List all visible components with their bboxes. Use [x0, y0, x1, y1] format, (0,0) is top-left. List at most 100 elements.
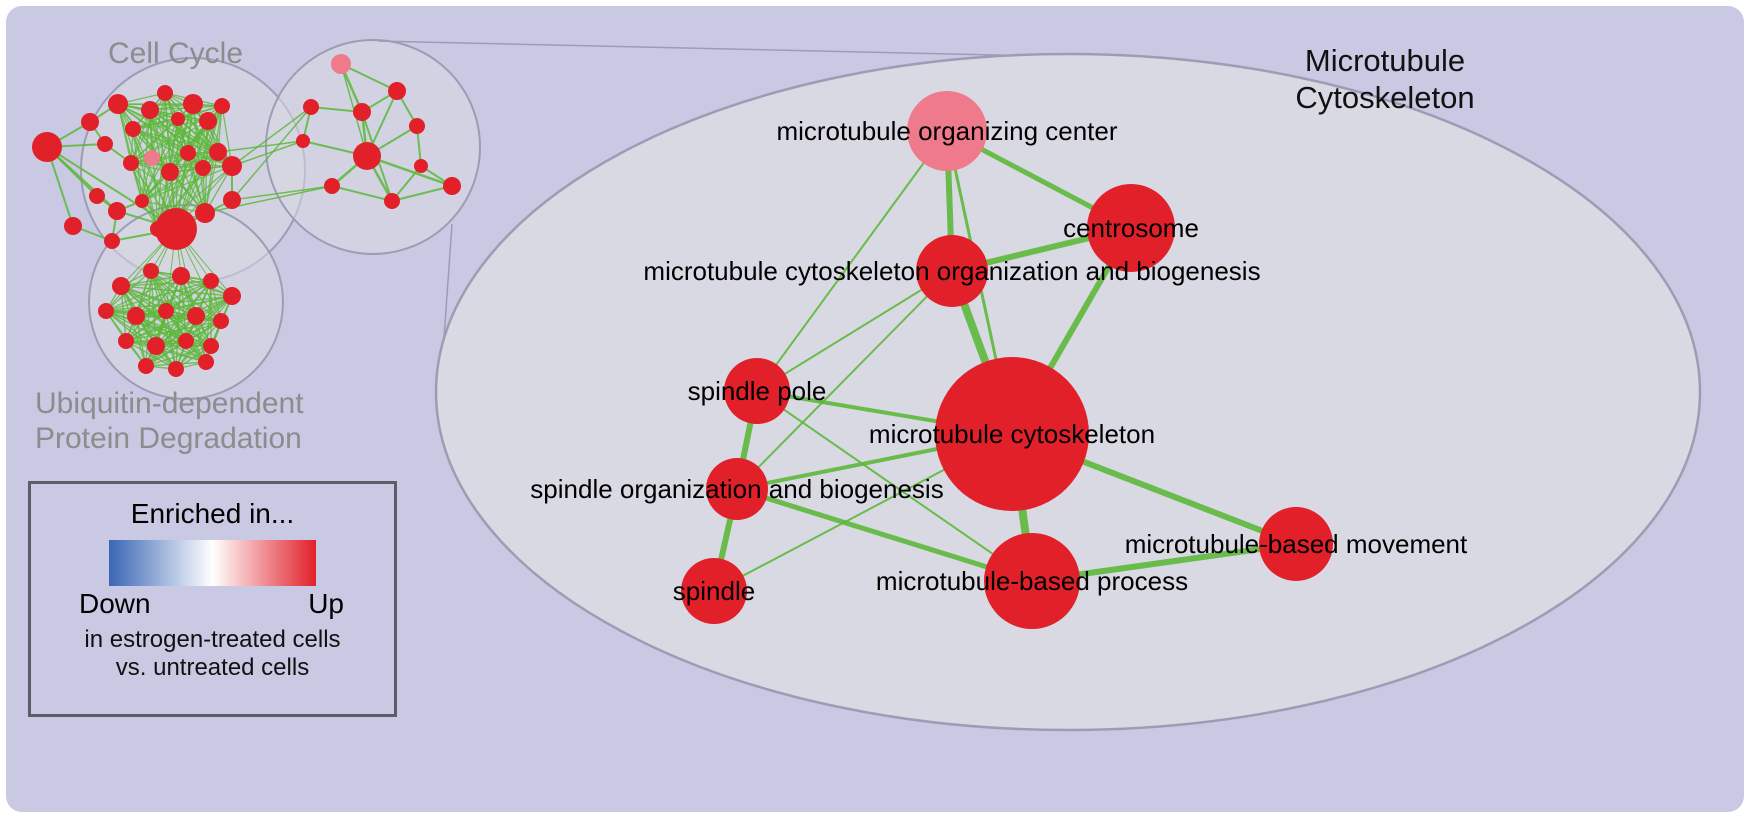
- node-label: microtubule-based process: [876, 566, 1188, 596]
- minimap-node[interactable]: [214, 98, 230, 114]
- minimap-node[interactable]: [127, 307, 145, 325]
- minimap-node[interactable]: [178, 333, 194, 349]
- node-microtubule-cytoskeleton[interactable]: [935, 357, 1089, 511]
- minimap-node[interactable]: [98, 303, 114, 319]
- minimap-network: [32, 39, 481, 400]
- zoom-edge: [756, 390, 1033, 582]
- node-centrosome[interactable]: [1087, 184, 1175, 272]
- minimap-node[interactable]: [108, 94, 128, 114]
- minimap-node[interactable]: [143, 263, 159, 279]
- node-label: spindle: [673, 576, 755, 606]
- minimap-node[interactable]: [89, 188, 105, 204]
- minimap-node[interactable]: [303, 99, 319, 115]
- minimap-node[interactable]: [213, 313, 229, 329]
- node-label: microtubule organizing center: [776, 116, 1117, 146]
- minimap-node[interactable]: [388, 82, 406, 100]
- zoomed-network: microtubule organizing centercentrosomem…: [434, 52, 1702, 732]
- minimap-node[interactable]: [183, 94, 203, 114]
- minimap-node[interactable]: [203, 338, 219, 354]
- minimap-edge: [231, 106, 312, 201]
- minimap-node[interactable]: [199, 112, 217, 130]
- minimap-node[interactable]: [147, 337, 165, 355]
- minimap-edge: [117, 103, 143, 202]
- minimap-edge: [130, 92, 166, 164]
- minimap-node[interactable]: [125, 121, 141, 137]
- minimap-node[interactable]: [324, 178, 340, 194]
- minimap-edge: [331, 185, 393, 202]
- minimap-node[interactable]: [158, 303, 174, 319]
- title-line2: Cytoskeleton: [1295, 80, 1475, 115]
- zoom-edge: [756, 270, 953, 392]
- minimap-node[interactable]: [157, 85, 173, 101]
- minimap-node[interactable]: [414, 159, 428, 173]
- minimap-node[interactable]: [409, 118, 425, 134]
- minimap-node[interactable]: [138, 358, 154, 374]
- minimap-node[interactable]: [108, 202, 126, 220]
- minimap-node[interactable]: [353, 103, 371, 121]
- minimap-node[interactable]: [443, 177, 461, 195]
- node-spindle-organization-and-biogenesis[interactable]: [706, 458, 768, 520]
- minimap-edge: [141, 151, 219, 202]
- node-label: microtubule cytoskeleton organization an…: [643, 256, 1260, 286]
- minimap-node[interactable]: [195, 203, 215, 223]
- minimap-node[interactable]: [331, 54, 351, 74]
- minimap-node[interactable]: [135, 194, 149, 208]
- minimap-node[interactable]: [172, 267, 190, 285]
- minimap-node[interactable]: [198, 354, 214, 370]
- zoom-edge: [736, 270, 953, 490]
- minimap-node[interactable]: [223, 287, 241, 305]
- node-spindle[interactable]: [681, 558, 747, 624]
- node-microtubule-organizing-center[interactable]: [907, 91, 987, 171]
- minimap-edge: [231, 140, 304, 167]
- minimap-edge: [231, 106, 312, 167]
- minimap-edge: [46, 146, 118, 212]
- minimap-node[interactable]: [168, 361, 184, 377]
- ubiquitin-cluster-label-line2: Protein Degradation: [35, 422, 302, 455]
- minimap-node[interactable]: [222, 156, 242, 176]
- minimap-node[interactable]: [187, 307, 205, 325]
- node-microtubule-based-process[interactable]: [984, 533, 1080, 629]
- minimap-node[interactable]: [32, 132, 62, 162]
- minimap-node[interactable]: [144, 150, 160, 166]
- minimap-edge: [221, 105, 233, 167]
- minimap-node[interactable]: [112, 277, 130, 295]
- minimap-node[interactable]: [296, 134, 310, 148]
- minimap-node[interactable]: [81, 113, 99, 131]
- legend-condition-line2: vs. untreated cells: [115, 654, 310, 681]
- minimap-edge: [132, 128, 219, 153]
- minimap-node[interactable]: [104, 233, 120, 249]
- minimap-edge: [125, 320, 222, 342]
- node-spindle-pole[interactable]: [724, 358, 790, 424]
- minimap-node[interactable]: [195, 160, 211, 176]
- node-microtubule-based-movement[interactable]: [1259, 507, 1333, 581]
- minimap-node[interactable]: [180, 145, 196, 161]
- minimap-node[interactable]: [97, 136, 113, 152]
- minimap-node[interactable]: [209, 143, 227, 161]
- legend-title: Enriched in...: [130, 498, 295, 529]
- minimap-edge: [105, 270, 152, 312]
- node-label: microtubule-based movement: [1125, 529, 1468, 559]
- legend: Enriched in... Down Up in estrogen-treat…: [28, 481, 397, 717]
- node-microtubule-cytoskeleton-organization-and-biogenesis[interactable]: [916, 235, 988, 307]
- minimap-node[interactable]: [384, 193, 400, 209]
- minimap-node[interactable]: [203, 273, 219, 289]
- minimap-edge: [141, 92, 166, 202]
- minimap-node[interactable]: [171, 112, 185, 126]
- minimap-node[interactable]: [64, 217, 82, 235]
- minimap-node[interactable]: [141, 101, 159, 119]
- minimap-edge: [105, 280, 212, 312]
- minimap-node[interactable]: [223, 191, 241, 209]
- minimap-edge: [125, 310, 167, 342]
- minimap-node[interactable]: [155, 208, 197, 250]
- minimap-node[interactable]: [161, 163, 179, 181]
- minimap-edge: [217, 140, 304, 153]
- microtubule-cytoskeleton-title: Microtubule Cytoskeleton: [1255, 42, 1515, 116]
- minimap-edge: [130, 162, 206, 214]
- minimap-node[interactable]: [123, 155, 139, 171]
- minimap-edge: [141, 165, 233, 202]
- legend-condition-line1: in estrogen-treated cells: [84, 626, 341, 653]
- cell-cycle-cluster-label: Cell Cycle: [108, 37, 244, 70]
- minimap-node[interactable]: [118, 333, 134, 349]
- node-label: microtubule cytoskeleton: [869, 419, 1155, 449]
- minimap-node[interactable]: [353, 142, 381, 170]
